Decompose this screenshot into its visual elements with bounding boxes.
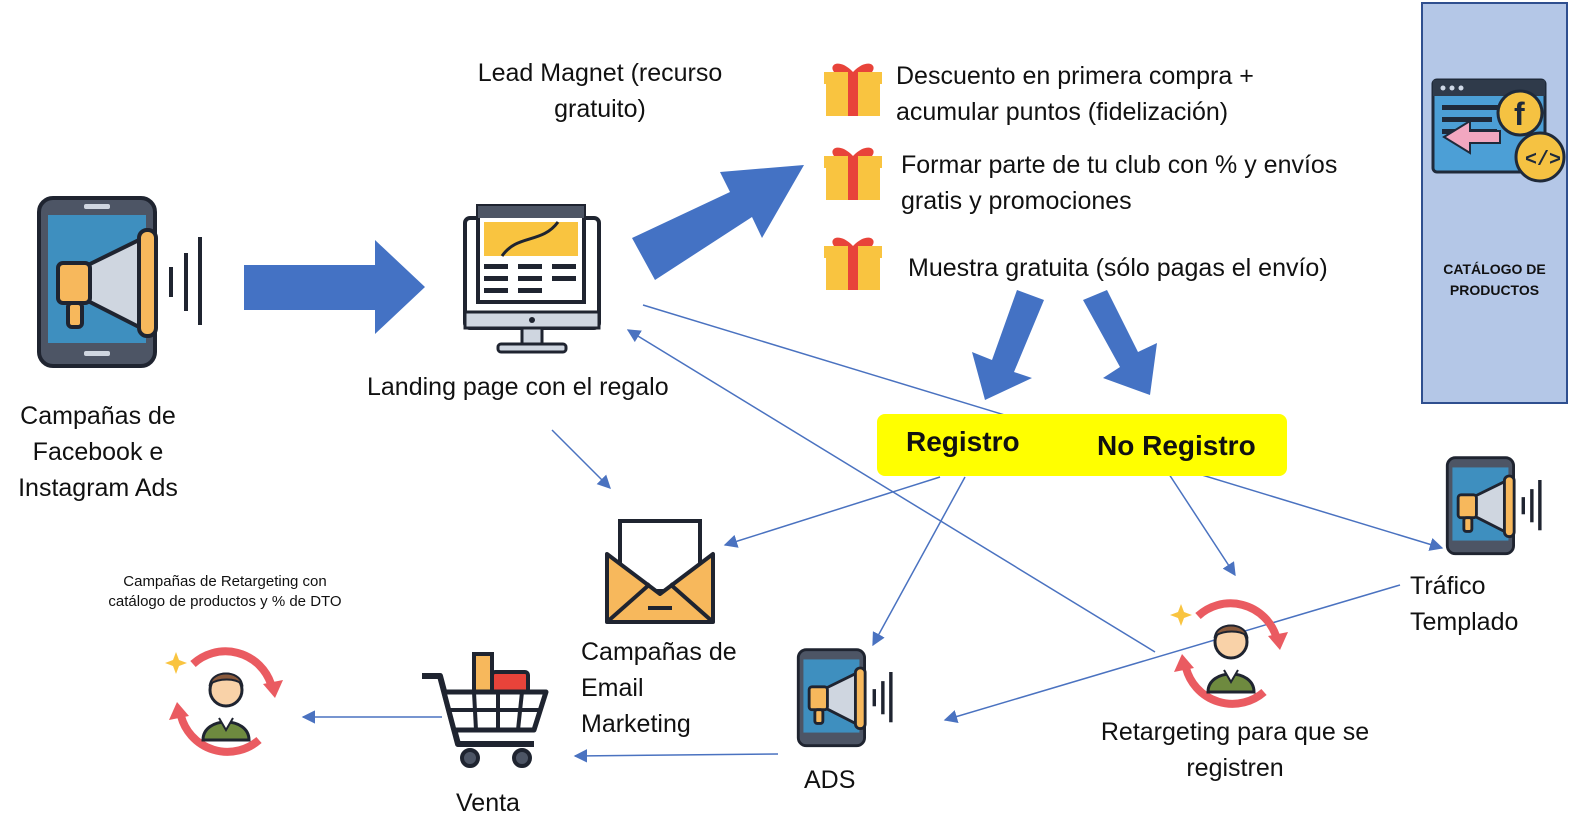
arrow-landing-to-gifts [632,165,804,280]
lead-magnet-label: Lead Magnet (recurso gratuito) [477,59,723,123]
arrow-campaigns-to-landing [244,240,425,334]
no-registro-label: No Registro [1097,430,1256,461]
warm-traffic-phone-megaphone-icon [1445,456,1542,556]
ads-label: ADS [804,766,856,794]
gift-icon-3 [824,237,882,290]
arrow-gifts-to-registro [972,290,1044,400]
line-warm-traffic-to-ads [943,584,1401,724]
line-noregistro-to-retargeting [1164,467,1236,577]
email-campaigns-label: Campañas de Email Marketing [581,638,737,738]
warm-traffic-label: Tráfico Templado [1410,572,1519,636]
arrow-gifts-to-noregistro [1083,290,1157,395]
catalog-web-facebook-icon: f </> [1431,78,1566,183]
svg-text:</>: </> [1525,149,1561,172]
landing-label: Landing page con el regalo [367,373,669,401]
campaign-phone-megaphone-icon [37,196,202,368]
landing-monitor-icon [463,204,601,354]
line-landing-to-email [551,429,611,489]
gift-icon-1 [824,63,882,116]
gift-icon-2 [824,147,882,200]
retargeting-catalog-person-cycle-icon [165,647,283,756]
email-envelope-icon [605,519,715,624]
catalog-box: f </> CATÁLOGO DE PRODUCTOS [1421,2,1568,404]
catalog-label: CATÁLOGO DE PRODUCTOS [1443,261,1546,298]
sale-label: Venta [456,789,520,817]
line-registro-to-email [723,476,941,548]
campaigns-label: Campañas de Facebook e Instagram Ads [18,402,178,502]
retargeting-register-label: Retargeting para que se registren [1100,718,1370,782]
gift-text-3: Muestra gratuita (sólo pagas el envío) [908,254,1328,282]
line-ads-to-sale [573,749,779,763]
registration-band [877,414,1287,476]
gift-text-2: Formar parte de tu club con % y envíos g… [901,151,1338,215]
gift-text-1: Descuento en primera compra + acumular p… [896,62,1254,126]
retargeting-catalog-label: Campañas de Retargeting con catálogo de … [108,573,342,610]
retargeting-register-person-cycle-icon [1170,599,1288,708]
line-retargeting-to-landing [626,329,1156,653]
line-registro-to-ads [872,476,966,647]
svg-text:f: f [1514,96,1525,132]
ads-phone-megaphone-icon [796,648,893,748]
registro-label: Registro [906,426,1020,457]
shopping-cart-icon [422,652,549,768]
